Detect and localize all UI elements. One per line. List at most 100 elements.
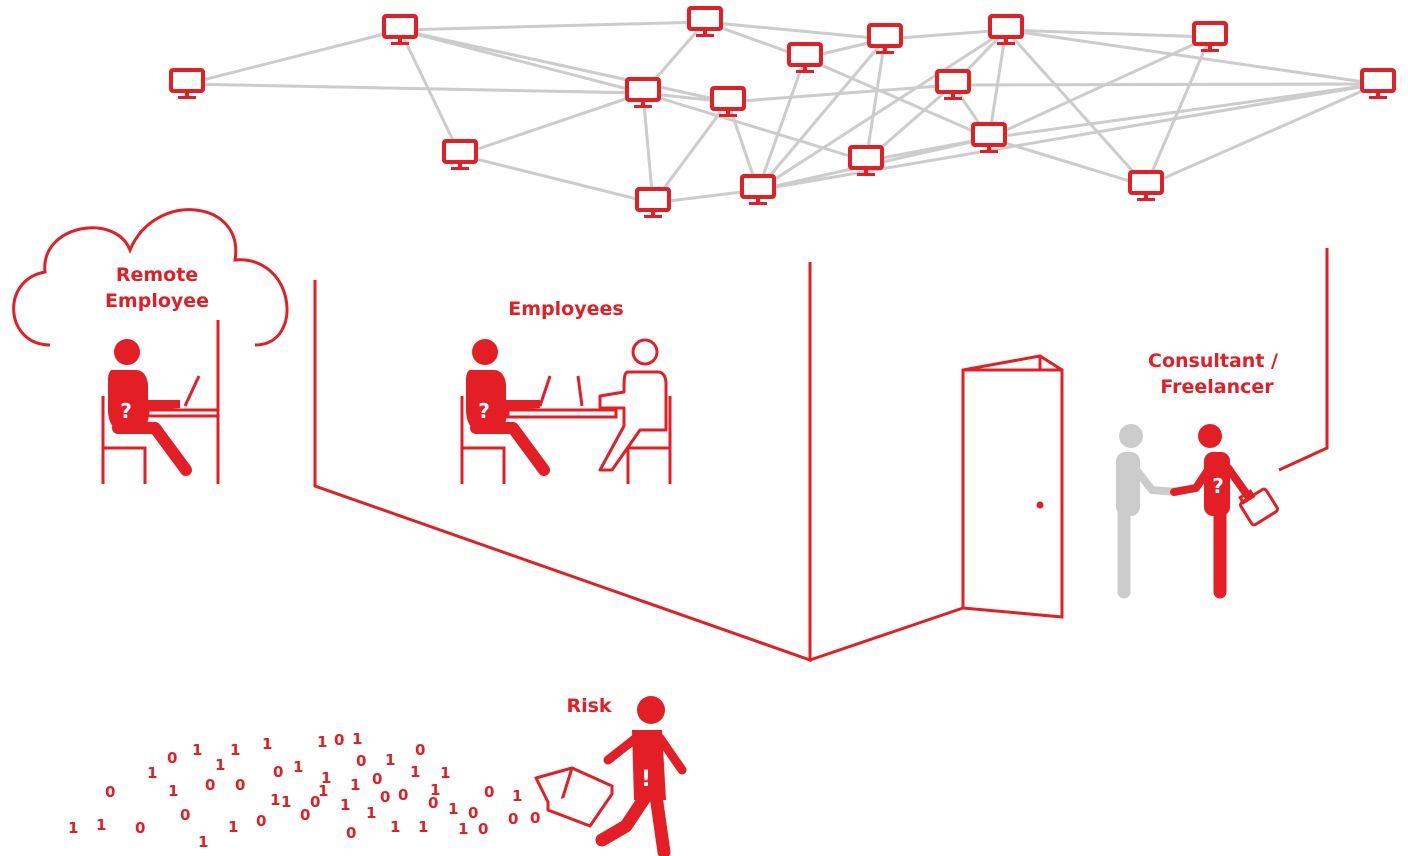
binary-digit: 1 [512,787,522,805]
desktop-monitor-icon [1192,21,1228,54]
person-outline-icon [598,338,668,472]
binary-digit: 0 [380,788,390,806]
network-link [704,20,886,41]
binary-digit: 0 [334,731,344,749]
binary-digit: 0 [135,819,145,837]
binary-digit: 1 [366,804,376,822]
binary-digit: 0 [478,820,488,838]
desktop-monitor-icon [787,42,823,75]
binary-digit: 1 [352,730,362,748]
binary-digit: 0 [484,783,494,801]
binary-digit: 1 [385,751,395,769]
network-link [186,82,644,95]
binary-digit: 0 [530,809,540,827]
network-link [186,28,401,86]
network-link [1005,28,1379,86]
binary-digit: 0 [235,776,245,794]
desktop-monitor-icon [848,145,884,178]
network-link [1005,28,1211,39]
binary-digit: 0 [167,749,177,767]
binary-digit: 0 [398,786,408,804]
network-link [641,92,655,204]
binary-digit: 1 [168,782,178,800]
person-icon: ! [595,696,687,856]
binary-digit: 0 [415,741,425,759]
runner-scene: ! [534,696,687,856]
laptop-icon [150,375,218,412]
handshake-scene: ? [1116,424,1279,599]
network-link [398,29,462,156]
consultant-label-line1: Consultant / [1148,350,1278,372]
desktop-monitor-icon [169,68,205,101]
desktop-monitor-icon [1128,170,1164,203]
binary-digit: 1 [147,764,157,782]
network-link [757,28,1007,192]
binary-digit: 0 [372,770,382,788]
network-link [988,35,1211,140]
chair-icon [460,396,506,484]
binary-digit: 0 [180,806,190,824]
network-link [864,38,887,162]
computer-network [169,6,1396,220]
desktop-monitor-icon [710,86,746,119]
binary-digit: 1 [228,818,238,836]
briefcase-icon [1238,487,1279,527]
binary-digit: 1 [96,816,106,834]
binary-digit: 1 [317,733,327,751]
binary-digit: 1 [270,791,280,809]
binary-digit: 1 [458,820,468,838]
binary-digit: 0 [256,812,266,830]
network-link [988,82,1379,140]
desktop-monitor-icon [625,77,661,110]
remote-employee-scene: ? [101,320,220,484]
open-door-icon [961,354,1064,619]
binary-digit: 1 [68,819,78,837]
network-link [399,28,729,104]
remote-employee-label-line1: Remote [116,264,198,286]
binary-digit: 1 [418,818,428,836]
cloud-icon [12,208,289,347]
binary-digit: 1 [410,763,420,781]
binary-digit: 1 [430,781,440,799]
binary-digit: 1 [350,776,360,794]
chair-icon [626,396,672,484]
employees-label: Employees [508,298,623,320]
person-icon [1116,424,1180,599]
network-link [1004,28,1148,188]
network-link [642,91,867,163]
binary-digit: 0 [468,804,478,822]
binary-digit: 0 [508,810,518,828]
open-book-icon [534,766,614,828]
binary-digit: 1 [390,818,400,836]
question-mark: ? [478,399,490,423]
network-link [399,20,706,32]
binary-digit: 0 [356,752,366,770]
exclamation-mark: ! [641,767,651,792]
network-link [756,57,807,191]
network-link [459,153,654,205]
person-icon: ? [108,339,192,476]
network-link [952,82,1379,87]
binary-digit: 0 [105,783,115,801]
binary-digit: 1 [281,793,291,811]
desktop-monitor-icon [382,14,418,47]
chair-icon [101,396,147,484]
office-walls [313,248,1329,663]
question-mark: ? [1212,474,1224,498]
network-link [399,28,644,95]
consultant-label-line2: Freelancer [1160,376,1274,398]
network-link [865,136,990,163]
person-icon: ? [1170,424,1252,599]
person-icon: ? [466,339,550,476]
question-mark: ? [120,399,132,423]
desktop-monitor-icon [1360,68,1396,101]
network-link [988,136,1147,188]
binary-digit: 0 [428,794,438,812]
binary-digit: 1 [230,741,240,759]
binary-digit: 1 [215,756,225,774]
desk [506,408,618,419]
binary-digit: 1 [198,833,208,851]
binary-digit: 0 [205,776,215,794]
desktop-monitor-icon [442,139,478,172]
